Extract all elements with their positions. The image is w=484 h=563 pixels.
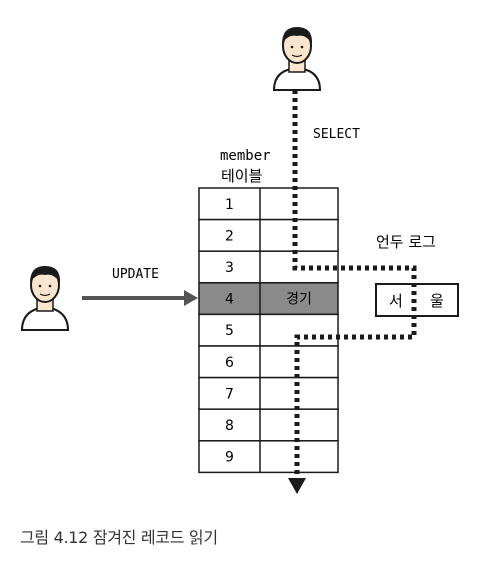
undo-log-value-1: 서 <box>389 292 403 310</box>
table-row: 2 <box>198 218 339 252</box>
table-cell-id: 5 <box>225 323 234 339</box>
table-row: 5 <box>198 313 339 347</box>
table-row: 7 <box>198 376 339 410</box>
select-label: SELECT <box>313 127 360 142</box>
table-cell-id: 6 <box>225 355 234 371</box>
table-row-bg <box>198 376 339 410</box>
figure-caption: 그림 4.12 잠겨진 레코드 읽기 <box>20 528 218 547</box>
table-row-bg <box>198 408 339 442</box>
undo-log-value-2: 울 <box>430 292 444 310</box>
undo-log-label: 언두 로그 <box>376 233 436 251</box>
table-cell-value: 경기 <box>286 292 312 308</box>
update-arrow <box>82 290 198 306</box>
table-cell-id: 4 <box>225 292 234 308</box>
table-row: 9 <box>198 440 339 474</box>
table-row-locked: 4 경기 <box>198 282 339 316</box>
update-user-icon <box>20 266 70 331</box>
table-row-bg <box>198 187 339 221</box>
select-read-path <box>292 90 417 478</box>
table-row-bg <box>198 313 339 347</box>
table-row: 1 <box>198 187 339 221</box>
undo-log-box: 서 울 <box>375 283 459 317</box>
table-cell-id: 1 <box>225 197 234 213</box>
table-cell-id: 8 <box>225 418 234 434</box>
table-row-bg <box>198 218 339 252</box>
select-user-icon <box>272 27 322 91</box>
select-read-arrowhead <box>288 478 306 494</box>
update-label: UPDATE <box>112 267 159 282</box>
table-row: 8 <box>198 408 339 442</box>
table-row-bg <box>198 440 339 474</box>
member-table: 1 2 3 4 경기 5 6 7 8 9 <box>198 187 339 474</box>
table-cell-id: 7 <box>225 386 234 402</box>
table-row: 6 <box>198 345 339 379</box>
table-cell-id: 2 <box>225 228 234 244</box>
table-cell-id: 9 <box>225 450 234 466</box>
table-cell-id: 3 <box>225 260 234 276</box>
table-name: member <box>220 148 271 164</box>
table-row-bg <box>198 282 339 316</box>
table-row-bg <box>198 345 339 379</box>
table-caption: 테이블 <box>221 167 262 185</box>
